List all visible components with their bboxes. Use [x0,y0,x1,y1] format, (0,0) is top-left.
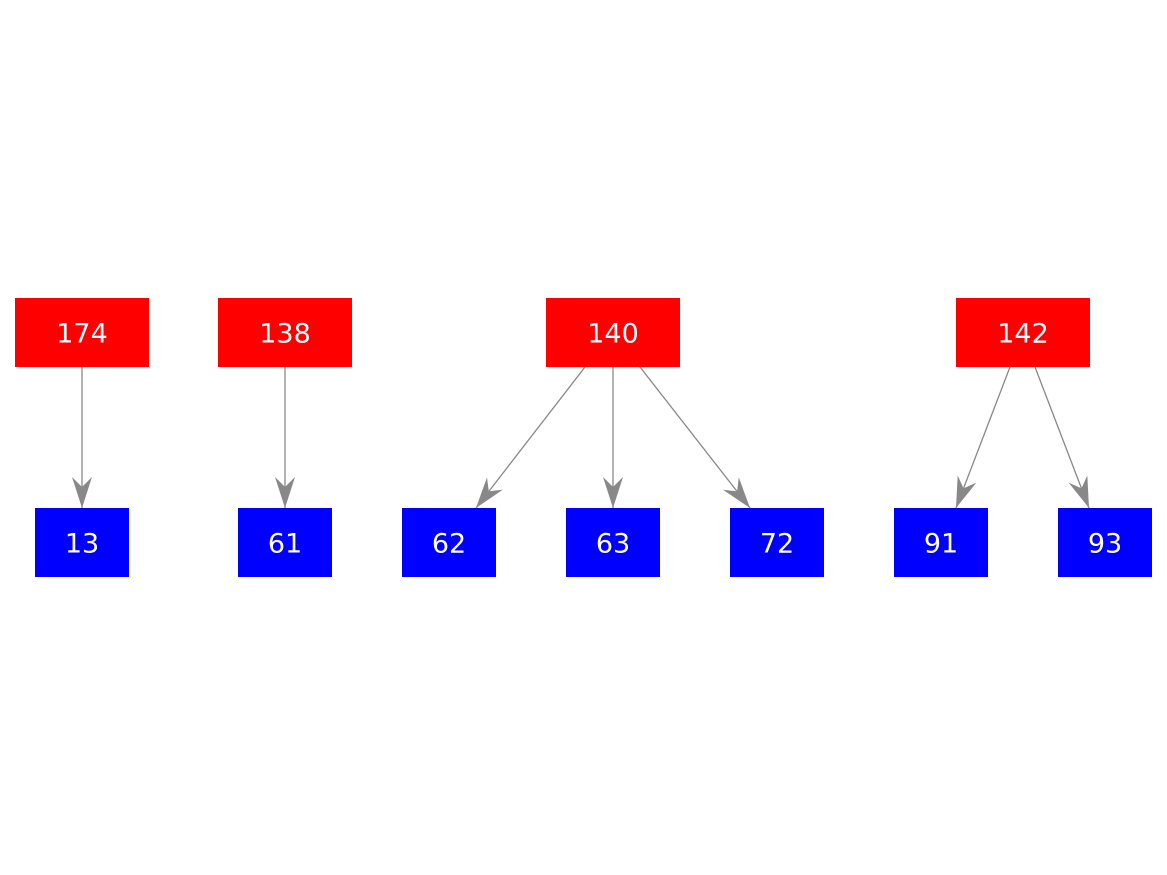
edge-n142-n93 [1034,366,1090,509]
edge-line [639,366,751,509]
arrowhead-icon [956,475,977,508]
node-91: 91 [894,508,988,577]
node-13: 13 [35,508,129,577]
edge-line [1034,366,1090,509]
node-142: 142 [956,298,1090,367]
edge-n142-n91 [955,366,1011,509]
arrowhead-icon [476,477,503,508]
edge-n140-n63 [603,367,623,508]
node-box [402,508,496,577]
edge-line [475,366,586,509]
arrowhead-icon [603,477,623,508]
edge-line [955,366,1011,509]
arrowhead-icon [275,477,295,508]
edge-n174-n13 [72,367,92,508]
node-box [566,508,660,577]
edge-n138-n61 [275,367,295,508]
node-box [1058,508,1152,577]
nodes-layer: 174 138 140 142 13 61 62 63 72 91 93 [15,298,1152,577]
arrowhead-icon [1068,475,1089,508]
node-138: 138 [218,298,352,367]
node-label: 62 [432,529,466,560]
node-label: 140 [587,319,639,350]
node-63: 63 [566,508,660,577]
node-box [546,298,680,367]
node-box [35,508,129,577]
node-label: 91 [924,529,958,560]
node-label: 63 [596,529,630,560]
arrowhead-icon [72,477,92,508]
node-93: 93 [1058,508,1152,577]
edge-n140-n72 [639,366,751,509]
node-label: 174 [56,319,108,350]
node-label: 93 [1088,529,1122,560]
edge-n140-n62 [475,366,586,509]
node-box [956,298,1090,367]
node-box [730,508,824,577]
node-label: 61 [268,529,302,560]
node-61: 61 [238,508,332,577]
node-174: 174 [15,298,149,367]
node-box [15,298,149,367]
node-label: 13 [65,529,99,560]
arrowhead-icon [723,477,750,508]
node-72: 72 [730,508,824,577]
node-label: 138 [259,319,311,350]
node-box [894,508,988,577]
node-label: 142 [997,319,1049,350]
node-label: 72 [760,529,794,560]
node-62: 62 [402,508,496,577]
node-140: 140 [546,298,680,367]
edges-layer [72,366,1090,509]
node-box [238,508,332,577]
node-box [218,298,352,367]
